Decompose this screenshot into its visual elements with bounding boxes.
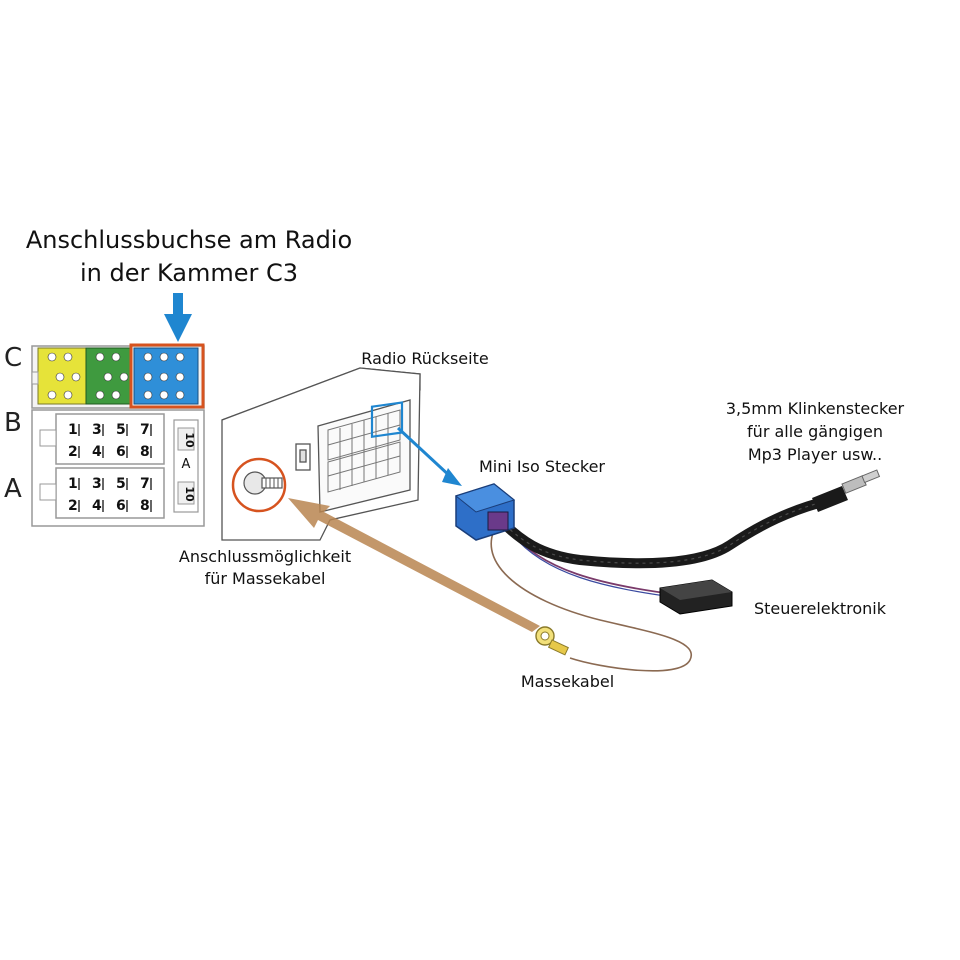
pin-a-1: 1 xyxy=(68,476,78,492)
ground-cable-label: Massekabel xyxy=(520,672,615,691)
row-letter-c: C xyxy=(4,343,23,373)
klinke-label-line-3: Mp3 Player usw.. xyxy=(747,445,883,464)
pin-b-2: 2 xyxy=(68,444,78,460)
ground-arrow-icon xyxy=(288,498,540,632)
ring-terminal-icon xyxy=(535,626,569,656)
audio-jack-icon xyxy=(812,469,881,512)
title-line-1: Anschlussbuchse am Radio xyxy=(25,226,353,254)
ground-screw-icon xyxy=(231,457,287,513)
chamber-c-pins xyxy=(47,352,185,400)
chamber-ab: 1 3 5 7 2 4 6 8 1 3 5 7 2 4 6 8 1 xyxy=(31,409,205,527)
control-unit-box xyxy=(659,579,733,615)
pin-b-4: 4 xyxy=(92,444,102,460)
radio-back-label: Radio Rückseite xyxy=(361,349,489,368)
row-letter-a: A xyxy=(4,474,22,504)
cables xyxy=(490,495,835,672)
pin-b-3: 3 xyxy=(92,422,102,438)
mini-iso-connector xyxy=(454,483,516,541)
radio-c3-highlight xyxy=(370,401,404,438)
chamber-c xyxy=(31,343,205,409)
pin-a-8: 8 xyxy=(140,498,150,514)
row-letter-b: B xyxy=(4,408,22,438)
ground-option-label-line-2: für Massekabel xyxy=(204,569,326,588)
pin-a-7: 7 xyxy=(140,476,150,492)
pin-a-5: 5 xyxy=(116,476,126,492)
ground-wire xyxy=(490,519,693,672)
title-line-2: in der Kammer C3 xyxy=(79,259,299,287)
pin-b-7: 7 xyxy=(140,422,150,438)
klinke-label-line-2: für alle gängigen xyxy=(747,422,883,441)
side-label-mid: A xyxy=(182,457,191,472)
main-cable xyxy=(495,495,835,569)
klinke-label-line-1: 3,5mm Klinkenstecker xyxy=(725,399,905,418)
connect-arrow-icon xyxy=(396,426,462,486)
side-label-bottom: 10 xyxy=(183,486,196,502)
down-arrow-icon xyxy=(164,293,192,342)
pin-a-3: 3 xyxy=(92,476,102,492)
ground-option-label-line-1: Anschlussmöglichkeit xyxy=(178,547,352,566)
pin-b-1: 1 xyxy=(68,422,78,438)
pin-a-6: 6 xyxy=(116,498,126,514)
control-unit-label: Steuerelektronik xyxy=(753,599,887,618)
side-label-top: 10 xyxy=(183,432,196,448)
pin-a-4: 4 xyxy=(92,498,102,514)
pin-b-6: 6 xyxy=(116,444,126,460)
pin-b-5: 5 xyxy=(116,422,126,438)
pin-a-2: 2 xyxy=(68,498,78,514)
pin-b-8: 8 xyxy=(140,444,150,460)
radio-chassis xyxy=(221,367,421,541)
chamber-c3-highlight xyxy=(129,343,205,409)
mini-iso-label: Mini Iso Stecker xyxy=(478,457,606,476)
block-b xyxy=(55,413,165,465)
